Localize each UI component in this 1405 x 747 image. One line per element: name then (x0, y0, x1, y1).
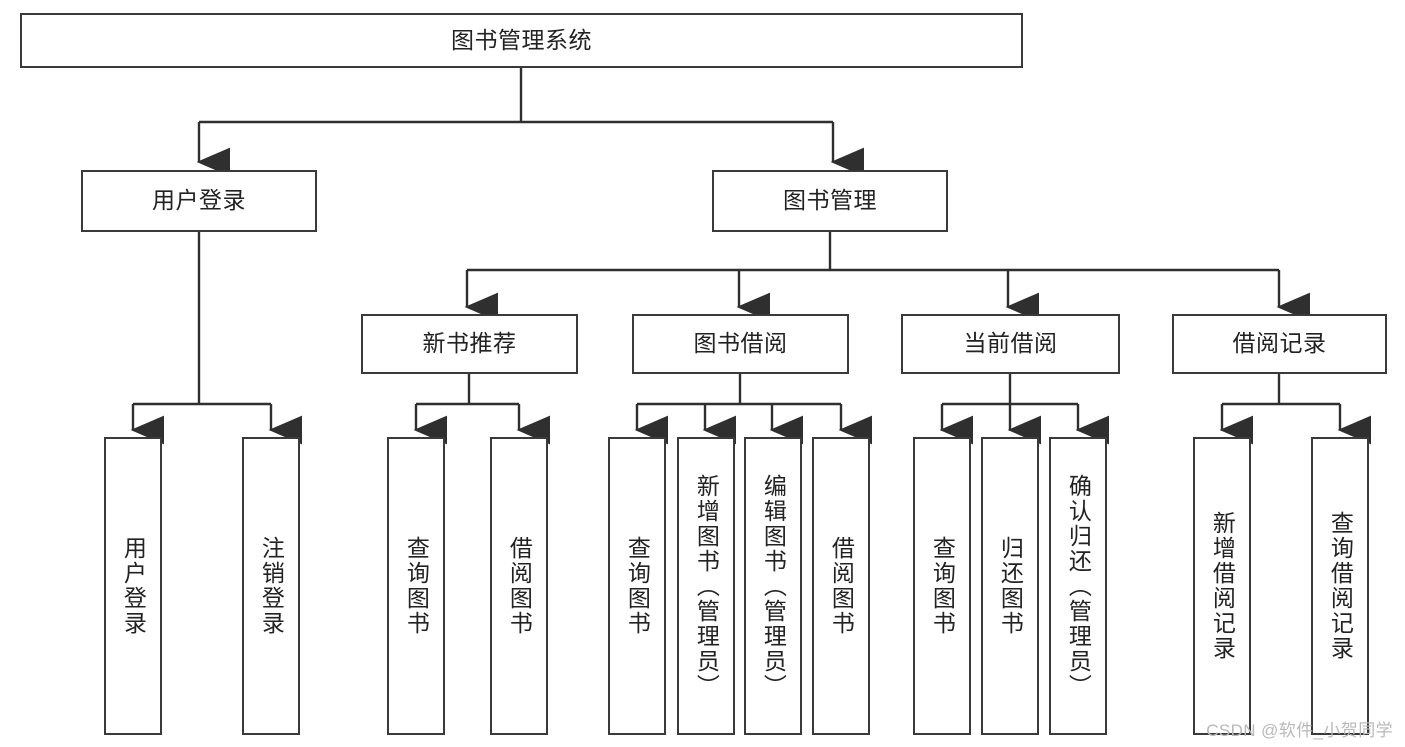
leaf-borrow-book-1-label: 借阅图书 (506, 536, 533, 636)
leaf-query-book-3-label: 查询图书 (929, 536, 956, 636)
node-borrow-record[interactable]: 借阅记录 (1172, 314, 1387, 374)
node-root[interactable]: 图书管理系统 (20, 13, 1023, 68)
leaf-return-book[interactable]: 归还图书 (981, 437, 1039, 735)
leaf-add-record[interactable]: 新增借阅记录 (1193, 437, 1251, 735)
node-new-book-rec-label: 新书推荐 (422, 330, 517, 357)
leaf-query-book-2-label: 查询图书 (624, 536, 651, 636)
node-current-borrow[interactable]: 当前借阅 (901, 314, 1120, 374)
leaf-user-login-label: 用户登录 (120, 536, 147, 636)
node-book-manage-label: 图书管理 (783, 187, 877, 214)
leaf-user-logout-label: 注销登录 (258, 536, 285, 636)
leaf-add-book[interactable]: 新增图书（管理员） (677, 437, 735, 735)
leaf-query-record[interactable]: 查询借阅记录 (1311, 437, 1369, 735)
leaf-query-book-3[interactable]: 查询图书 (913, 437, 971, 735)
node-borrow-record-label: 借阅记录 (1232, 330, 1327, 357)
leaf-edit-book[interactable]: 编辑图书（管理员） (744, 437, 802, 735)
leaf-borrow-book-1[interactable]: 借阅图书 (490, 437, 548, 735)
leaf-edit-book-label: 编辑图书（管理员） (760, 473, 787, 699)
node-root-label: 图书管理系统 (451, 26, 592, 53)
node-book-manage[interactable]: 图书管理 (712, 170, 948, 232)
leaf-add-record-label: 新增借阅记录 (1209, 511, 1236, 661)
leaf-query-book-1-label: 查询图书 (403, 536, 430, 636)
leaf-add-book-label: 新增图书（管理员） (693, 473, 720, 699)
leaf-user-logout[interactable]: 注销登录 (242, 437, 300, 735)
leaf-confirm-return-label: 确认归还（管理员） (1065, 473, 1092, 699)
leaf-query-record-label: 查询借阅记录 (1327, 511, 1354, 661)
node-user-login[interactable]: 用户登录 (81, 170, 317, 232)
node-book-borrow-label: 图书借阅 (693, 330, 788, 357)
node-book-borrow[interactable]: 图书借阅 (632, 314, 849, 374)
node-user-login-label: 用户登录 (152, 187, 246, 214)
leaf-query-book-1[interactable]: 查询图书 (387, 437, 445, 735)
node-new-book-rec[interactable]: 新书推荐 (361, 314, 578, 374)
leaf-borrow-book-2-label: 借阅图书 (828, 536, 855, 636)
leaf-query-book-2[interactable]: 查询图书 (608, 437, 666, 735)
leaf-return-book-label: 归还图书 (997, 536, 1024, 636)
leaf-user-login[interactable]: 用户登录 (104, 437, 162, 735)
leaf-confirm-return[interactable]: 确认归还（管理员） (1049, 437, 1107, 735)
node-current-borrow-label: 当前借阅 (963, 330, 1058, 357)
csdn-watermark: CSDN @软件_小贺同学 (1206, 721, 1393, 740)
leaf-borrow-book-2[interactable]: 借阅图书 (812, 437, 870, 735)
